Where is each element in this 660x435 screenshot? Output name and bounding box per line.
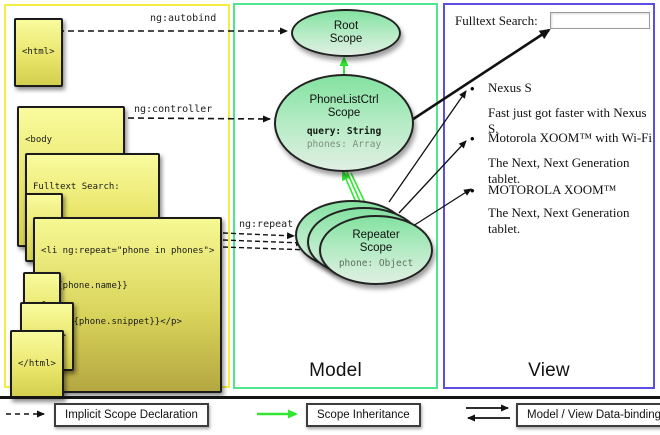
phones-prop: phones: Array <box>306 139 382 151</box>
repeat-label: ng:repeat <box>239 219 294 230</box>
repeater-scope-ellipse-front: Repeater Scope phone: Object <box>319 215 433 285</box>
fulltext-search-input[interactable] <box>550 12 650 29</box>
list-bullet: • <box>470 81 475 96</box>
model-column: Model <box>233 3 438 389</box>
view-item-title: Nexus S <box>488 80 532 95</box>
legend-scope-inheritance: Scope Inheritance <box>306 403 421 427</box>
note-html-open: <html> <box>14 18 63 88</box>
list-bullet: • <box>470 131 475 146</box>
query-prop: query: String <box>306 126 382 138</box>
view-item-desc: The Next, Next Generation tablet. <box>488 205 630 236</box>
view-search-label: Fulltext Search: <box>455 13 538 28</box>
legend-data-binding: Model / View Data-binding <box>516 403 660 427</box>
list-bullet: • <box>470 183 475 198</box>
root-scope-ellipse: Root Scope <box>291 9 401 57</box>
view-item-desc: Fast just got faster with Nexus S. <box>488 105 647 136</box>
view-item-title: Motorola XOOM™ with Wi-Fi <box>488 130 653 145</box>
phone-prop: phone: Object <box>338 258 414 270</box>
view-column-label: View <box>528 360 570 381</box>
legend-separator <box>0 396 660 399</box>
legend-implicit-scope: Implicit Scope Declaration <box>54 403 209 427</box>
view-item-title: MOTOROLA XOOM™ <box>488 182 617 197</box>
model-column-label: Model <box>309 360 362 381</box>
autobind-label: ng:autobind <box>150 13 217 24</box>
phonelistctrl-scope-ellipse: PhoneListCtrl Scope query: String phones… <box>274 74 414 172</box>
view-item-desc: The Next, Next Generation tablet. <box>488 155 630 186</box>
note-html-close: </html> <box>10 330 64 400</box>
controller-label: ng:controller <box>134 104 213 115</box>
